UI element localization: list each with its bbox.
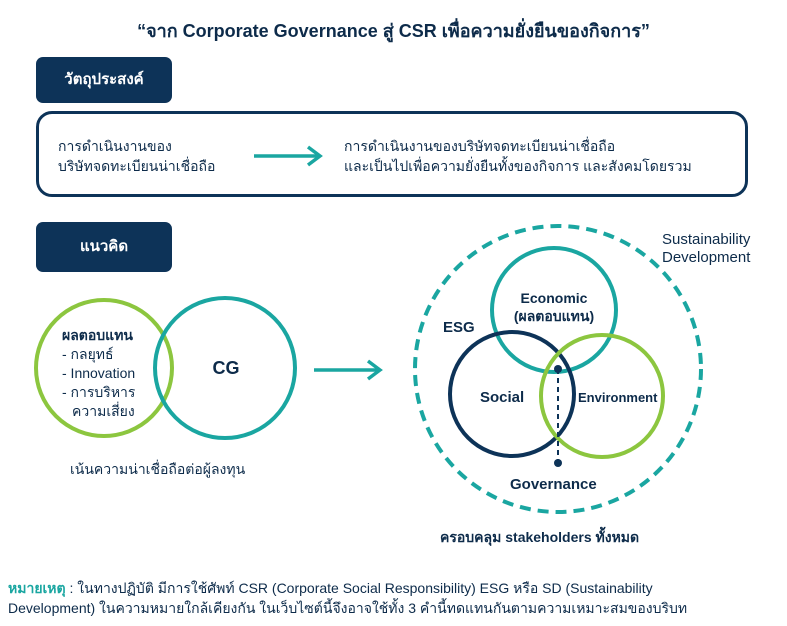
sd-esg-diagram	[413, 224, 703, 514]
objective-right-line1: การดำเนินงานของบริษัทจดทะเบียนน่าเชื่อถื…	[344, 138, 616, 154]
economic-label-line1: Economic	[520, 290, 588, 306]
concept-arrow-icon	[314, 359, 383, 381]
cg-caption: เน้นความน่าเชื่อถือต่อผู้ลงทุน	[70, 461, 246, 477]
sd-label: Sustainability Development	[662, 231, 750, 267]
sd-caption: ครอบคลุม stakeholders ทั้งหมด	[440, 529, 640, 545]
objective-left-text: การดำเนินงานของ บริษัทจดทะเบียนน่าเชื่อถ…	[58, 136, 215, 176]
footnote: หมายเหตุ : ในทางปฏิบัติ มีการใช้ศัพท์ CS…	[8, 578, 784, 618]
objective-left-line2: บริษัทจดทะเบียนน่าเชื่อถือ	[58, 158, 216, 174]
objective-right-line2: และเป็นไปเพื่อความยั่งยืนทั้งของกิจการ แ…	[344, 158, 692, 174]
economic-circle	[490, 246, 618, 374]
governance-label: Governance	[510, 476, 597, 493]
governance-dot-bottom	[554, 459, 562, 467]
cg-label: CG	[212, 358, 240, 378]
objective-left-line1: การดำเนินงานของ	[58, 138, 172, 154]
footnote-line1: : ในทางปฏิบัติ มีการใช้ศัพท์ CSR (Corpor…	[65, 580, 653, 596]
sd-label-line2: Development	[662, 249, 751, 266]
objective-right-text: การดำเนินงานของบริษัทจดทะเบียนน่าเชื่อถื…	[344, 136, 692, 176]
returns-circle	[34, 298, 174, 438]
page-title: “จาก Corporate Governance สู่ CSR เพื่อค…	[137, 21, 650, 41]
returns-item-1: - Innovation	[62, 365, 136, 381]
economic-label-line2: (ผลตอบแทน)	[513, 308, 595, 324]
cg-circle	[153, 296, 297, 440]
environment-label: Environment	[578, 390, 658, 405]
sd-dashed-circle	[413, 224, 703, 514]
cg-venn-diagram	[34, 296, 297, 440]
objective-arrow-icon	[254, 145, 323, 167]
economic-label: Economic (ผลตอบแทน)	[494, 289, 614, 325]
returns-item-2: - การบริหาร	[62, 384, 136, 400]
returns-item-0: - กลยุทธ์	[62, 346, 114, 362]
governance-dot-top	[554, 365, 562, 373]
returns-title: ผลตอบแทน	[62, 327, 133, 343]
footnote-line2: Development) ในความหมายใกล้เคียงกัน ในเว…	[8, 600, 688, 616]
objective-box	[36, 111, 748, 197]
esg-label: ESG	[443, 319, 475, 336]
objective-heading-badge: วัตถุประสงค์	[36, 57, 172, 103]
footnote-label: หมายเหตุ	[8, 580, 66, 596]
concept-heading-badge: แนวคิด	[36, 222, 172, 272]
environment-circle	[539, 333, 665, 459]
social-label: Social	[480, 389, 525, 406]
returns-item-3: ความเสี่ยง	[72, 403, 135, 419]
social-circle	[448, 330, 576, 458]
sd-label-line1: Sustainability	[662, 231, 751, 248]
